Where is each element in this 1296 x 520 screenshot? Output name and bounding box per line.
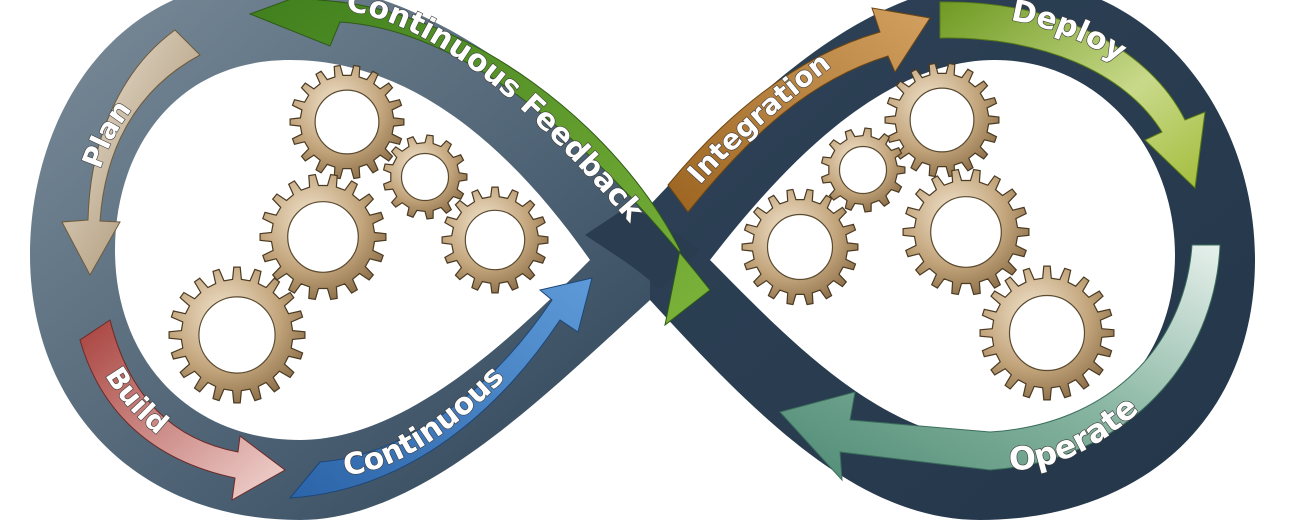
gear-hole xyxy=(909,87,975,153)
gear-icon xyxy=(289,64,405,180)
arrows xyxy=(61,0,1221,501)
gear-hole xyxy=(400,152,450,202)
gears xyxy=(168,62,1115,404)
plan-arrow xyxy=(61,29,201,277)
band-crossing xyxy=(585,205,700,290)
gear-hole xyxy=(314,89,380,155)
build-arrow xyxy=(79,319,286,501)
gear-icon xyxy=(884,62,1000,178)
gear-hole xyxy=(766,213,834,281)
deploy-arrow xyxy=(939,1,1206,190)
continuous-arrow xyxy=(288,277,593,499)
gear-icon xyxy=(441,186,549,294)
gear-hole xyxy=(464,209,526,271)
gear-icon xyxy=(979,265,1115,401)
gear-hole xyxy=(838,145,888,195)
gear-icon xyxy=(382,134,468,220)
gear-hole xyxy=(198,296,276,374)
gear-icon xyxy=(259,173,387,301)
continuous-feedback-arrow xyxy=(248,0,711,327)
gear-hole xyxy=(1008,294,1086,372)
gear-icon xyxy=(168,266,306,404)
gear-icon xyxy=(741,188,859,306)
gear-hole xyxy=(930,196,1002,268)
band-right-loop xyxy=(650,0,1255,520)
gear-icon xyxy=(902,168,1030,296)
gear-hole xyxy=(287,201,359,273)
operate-arrow xyxy=(779,244,1221,482)
integration-arrow xyxy=(667,7,931,213)
gear-icon xyxy=(820,127,906,213)
